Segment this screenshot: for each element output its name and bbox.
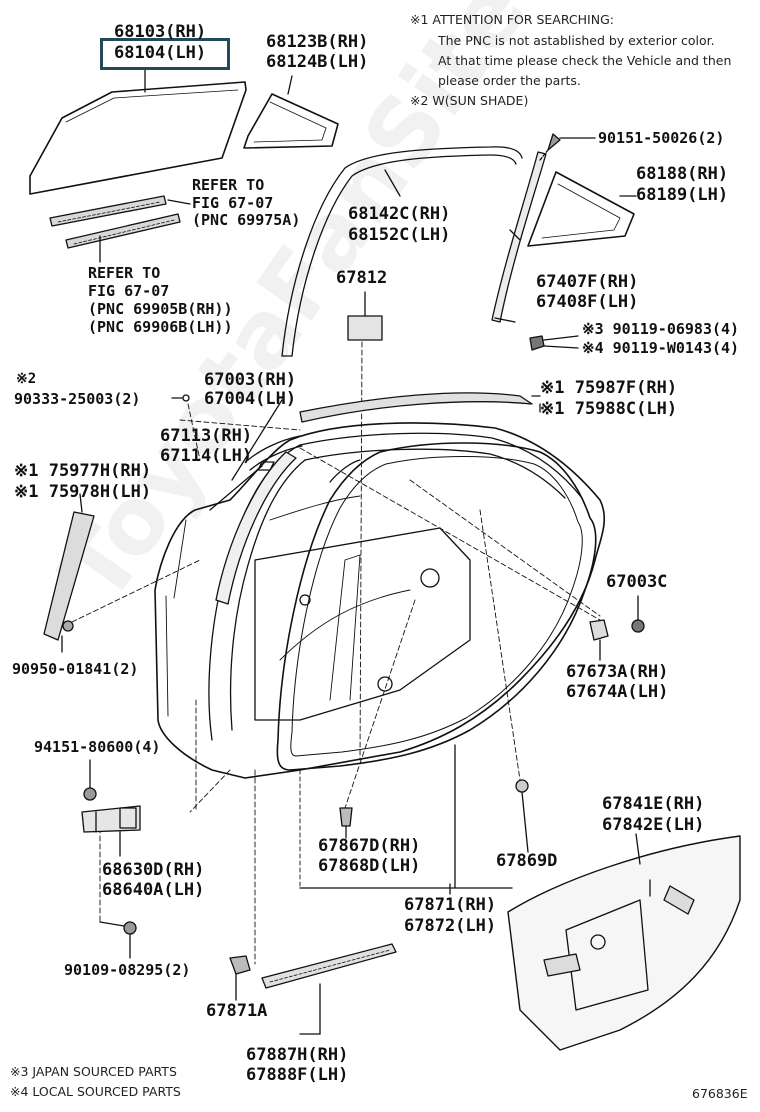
part-label-90333[interactable]: 90333-25003(2) bbox=[14, 390, 141, 408]
clip-67871a bbox=[229, 955, 251, 1001]
refer-label-2a[interactable]: REFER TO bbox=[88, 264, 161, 282]
quarter-glass bbox=[243, 75, 339, 149]
clip-90119 bbox=[529, 335, 579, 351]
part-label-75988c[interactable]: ※1 75988C(LH) bbox=[540, 399, 678, 419]
glass-run-strips bbox=[49, 195, 191, 263]
part-label-68640a[interactable]: 68640A(LH) bbox=[102, 880, 205, 900]
attention-line-2: The PNC is not astablished by exterior c… bbox=[438, 33, 715, 48]
attention-line-4: please order the parts. bbox=[438, 73, 581, 88]
part-label-67408f[interactable]: 67408F(LH) bbox=[536, 292, 639, 312]
refer-label-1a[interactable]: REFER TO bbox=[192, 176, 265, 194]
service-hole-cover bbox=[507, 833, 741, 1051]
frame-weatherstrip bbox=[281, 146, 523, 357]
refer-label-2c[interactable]: (PNC 69905B(RH)) bbox=[88, 300, 233, 318]
part-label-75978h[interactable]: ※1 75978H(LH) bbox=[14, 482, 152, 502]
bolt-94151 bbox=[83, 759, 97, 801]
part-label-90151[interactable]: 90151-50026(2) bbox=[598, 129, 725, 147]
attention-line-5: ※2 W(SUN SHADE) bbox=[410, 93, 529, 108]
quarter-window-glass bbox=[527, 171, 637, 247]
part-label-68103[interactable]: 68103(RH) bbox=[114, 22, 207, 42]
pad-67812 bbox=[347, 291, 383, 761]
part-label-67004[interactable]: 67004(LH) bbox=[204, 389, 297, 409]
part-label-67003c[interactable]: 67003C bbox=[606, 572, 668, 592]
part-label-67887h[interactable]: 67887H(RH) bbox=[246, 1045, 349, 1065]
refer-label-2d[interactable]: (PNC 69906B(LH)) bbox=[88, 318, 233, 336]
part-label-90119-w0143[interactable]: ※4 90119-W0143(4) bbox=[582, 339, 740, 357]
door-glass bbox=[29, 69, 247, 195]
nut-67003c bbox=[631, 595, 645, 633]
label-leaders bbox=[171, 394, 541, 895]
part-label-67869d[interactable]: 67869D bbox=[496, 851, 558, 871]
part-label-75987f[interactable]: ※1 75987F(RH) bbox=[540, 378, 678, 398]
refer-label-2b[interactable]: FIG 67-07 bbox=[88, 282, 170, 300]
part-label-67003[interactable]: 67003(RH) bbox=[204, 370, 297, 390]
door-check bbox=[81, 805, 141, 857]
refer-label-1b[interactable]: FIG 67-07 bbox=[192, 194, 274, 212]
part-label-90950[interactable]: 90950-01841(2) bbox=[12, 660, 139, 678]
part-label-94151[interactable]: 94151-80600(4) bbox=[34, 738, 161, 756]
door-weatherstrip bbox=[276, 442, 597, 889]
footnote-local-sourced: ※4 LOCAL SOURCED PARTS bbox=[10, 1084, 181, 1099]
part-label-67842e[interactable]: 67842E(LH) bbox=[602, 815, 705, 835]
part-label-67868d[interactable]: 67868D(LH) bbox=[318, 856, 421, 876]
part-label-67673a[interactable]: 67673A(RH) bbox=[566, 662, 669, 682]
attention-line-3: At that time please check the Vehicle an… bbox=[438, 53, 732, 68]
clip-67673a bbox=[589, 619, 609, 661]
part-label-68123b[interactable]: 68123B(RH) bbox=[266, 32, 369, 52]
part-label-67812[interactable]: 67812 bbox=[336, 268, 388, 288]
part-label-67871[interactable]: 67871(RH) bbox=[404, 895, 497, 915]
part-label-68152c[interactable]: 68152C(LH) bbox=[348, 225, 451, 245]
division-bar bbox=[491, 133, 596, 323]
attention-line-1: ※1 ATTENTION FOR SEARCHING: bbox=[410, 12, 614, 27]
part-label-67841e[interactable]: 67841E(RH) bbox=[602, 794, 705, 814]
part-label-68142c[interactable]: 68142C(RH) bbox=[348, 204, 451, 224]
refer-label-1c[interactable]: (PNC 69975A) bbox=[192, 211, 301, 229]
sash-channel bbox=[209, 461, 275, 511]
part-label-67674a[interactable]: 67674A(LH) bbox=[566, 682, 669, 702]
part-mark-90333: ※2 bbox=[16, 371, 37, 387]
part-label-67867d[interactable]: 67867D(RH) bbox=[318, 836, 421, 856]
door-frame-molding bbox=[215, 399, 361, 605]
part-label-68104[interactable]: 68104(LH) bbox=[114, 43, 207, 63]
part-label-67407f[interactable]: 67407F(RH) bbox=[536, 272, 639, 292]
clip-90950 bbox=[61, 559, 201, 653]
leader-lines bbox=[99, 403, 601, 965]
part-label-68630d[interactable]: 68630D(RH) bbox=[102, 860, 205, 880]
illustration-code: 676836E bbox=[692, 1086, 748, 1101]
part-label-67872[interactable]: 67872(LH) bbox=[404, 916, 497, 936]
part-label-68189[interactable]: 68189(LH) bbox=[636, 185, 729, 205]
footnote-japan-sourced: ※3 JAPAN SOURCED PARTS bbox=[10, 1064, 177, 1079]
part-label-90119-06983[interactable]: ※3 90119-06983(4) bbox=[582, 320, 740, 338]
pillar-molding bbox=[43, 493, 95, 641]
belt-molding bbox=[299, 392, 541, 423]
part-label-67114[interactable]: 67114(LH) bbox=[160, 446, 253, 466]
part-label-68188[interactable]: 68188(RH) bbox=[636, 164, 729, 184]
part-label-68124b[interactable]: 68124B(LH) bbox=[266, 52, 369, 72]
part-label-90109[interactable]: 90109-08295(2) bbox=[64, 961, 191, 979]
bolt-90109 bbox=[99, 921, 137, 959]
clip-67869d bbox=[515, 779, 529, 853]
part-label-67113[interactable]: 67113(RH) bbox=[160, 426, 253, 446]
part-label-67888f[interactable]: 67888F(LH) bbox=[246, 1065, 349, 1085]
clip-67867d bbox=[339, 807, 353, 839]
part-label-67871a[interactable]: 67871A bbox=[206, 1001, 268, 1021]
rocker-weatherstrip bbox=[261, 943, 397, 1035]
part-label-75977h[interactable]: ※1 75977H(RH) bbox=[14, 461, 152, 481]
